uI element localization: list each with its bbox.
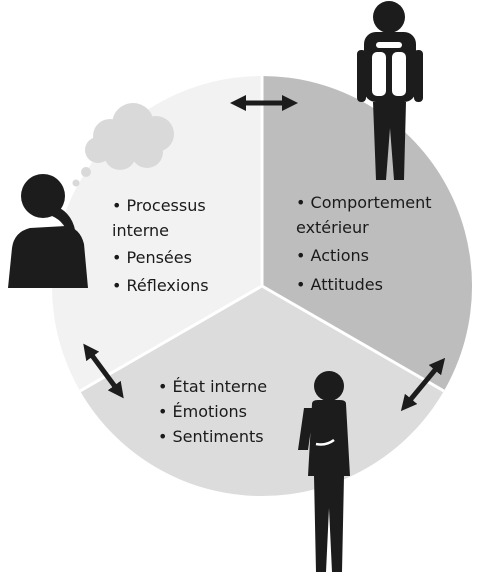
standing-person-icon	[298, 371, 350, 572]
double-arrow-icon	[83, 343, 124, 399]
segment-internal-process-text: • Processus interne • Pensées • Réflexio…	[112, 196, 209, 295]
external-line-4: • Attitudes	[296, 275, 383, 294]
state-line-3: • Sentiments	[158, 427, 264, 446]
internal-line-4: • Réflexions	[112, 276, 209, 295]
double-arrow-icon	[400, 357, 446, 412]
state-line-1: • État interne	[158, 377, 267, 396]
external-line-2: extérieur	[296, 218, 369, 237]
segment-external-behavior-text: • Comportement extérieur • Actions • Att…	[296, 193, 432, 294]
external-line-1: • Comportement	[296, 193, 432, 212]
internal-line-3: • Pensées	[112, 248, 192, 267]
thought-cloud-icon	[72, 103, 174, 187]
segment-external-behavior	[262, 76, 473, 391]
segment-internal-state-text: • État interne • Émotions • Sentiments	[158, 377, 267, 446]
thinking-person-icon	[8, 174, 88, 288]
state-line-2: • Émotions	[158, 402, 247, 421]
internal-line-1: • Processus	[112, 196, 206, 215]
internal-line-2: interne	[112, 221, 169, 240]
hiker-with-backpack-icon	[357, 1, 423, 180]
external-line-3: • Actions	[296, 246, 369, 265]
